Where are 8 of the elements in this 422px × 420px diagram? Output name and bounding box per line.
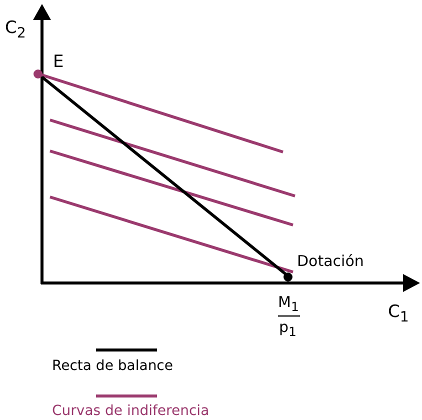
axis-label: C$_{1}$	[388, 304, 409, 325]
legend-label: Recta de balance	[52, 359, 173, 373]
axis-label: C$_{2}$	[5, 20, 26, 41]
point-label: Dotación	[297, 254, 364, 269]
legend-label: Curvas de indiferencia	[52, 404, 210, 418]
fraction-denominator: p$_{1}$	[279, 320, 296, 338]
point-label: E	[53, 54, 64, 71]
fraction-numerator: M$_{1}$	[278, 295, 299, 314]
